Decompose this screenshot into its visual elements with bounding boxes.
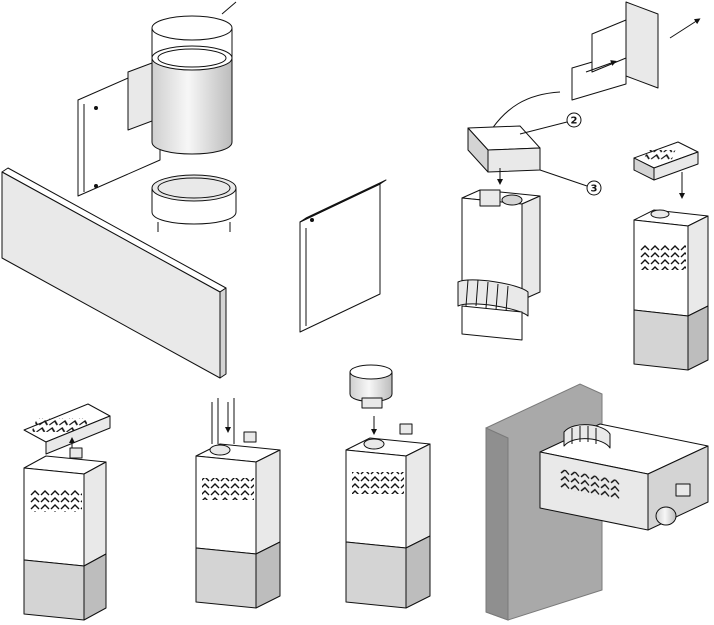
wall-mounted-unit [485,383,709,621]
callout-3: 3 [539,169,602,196]
unit-with-callouts [457,125,541,341]
unit-step-7 [345,364,431,609]
callout-2: 2 [519,112,582,135]
duct-mounting-assembly [77,1,237,232]
top-cover-removal [571,1,701,101]
side-panel [299,179,387,333]
unit-step-6 [195,398,281,609]
grille-install-step [633,141,709,371]
front-cover-panel [1,167,227,379]
callout-3-label: 3 [591,184,598,195]
unit-step-5 [23,403,111,621]
callout-2-label: 2 [571,116,578,127]
